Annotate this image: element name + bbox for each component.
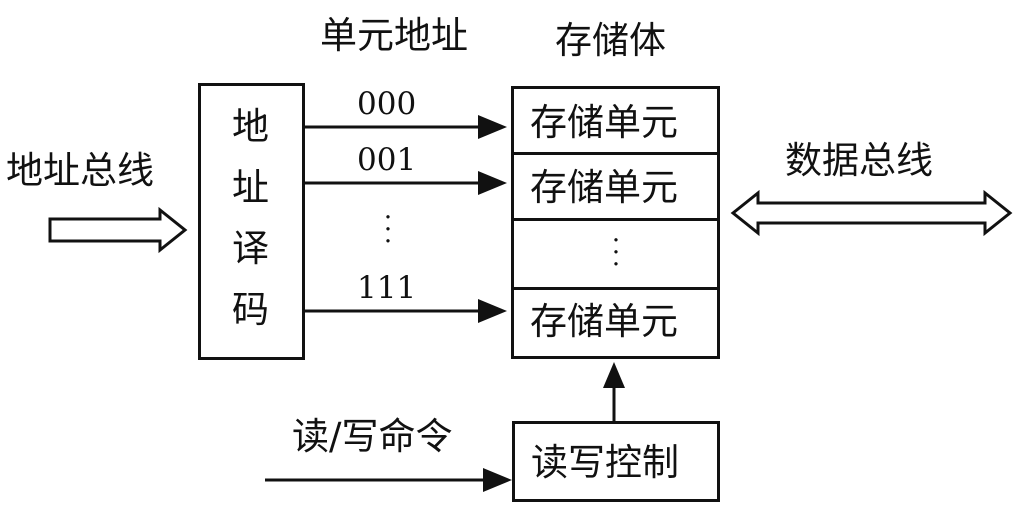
storage-body: 存储单元 存储单元 ··· 存储单元: [511, 86, 720, 359]
storage-ellipsis: ···: [611, 226, 621, 280]
address-arrowhead-000: [478, 115, 507, 139]
data-bus-label: 数据总线: [785, 139, 933, 182]
control-up-arrowhead: [603, 362, 625, 388]
decoder-char-1: 地: [232, 105, 269, 148]
unit-address-label: 单元地址: [320, 14, 468, 57]
storage-body-label: 存储体: [555, 19, 666, 62]
address-arrowhead-111: [478, 299, 507, 323]
storage-cell-3: 存储单元: [514, 290, 717, 356]
storage-ellipsis-row: ···: [514, 221, 717, 290]
address-decoder-box: 地 址 译 码: [198, 83, 305, 360]
decoder-char-2: 址: [232, 166, 269, 209]
storage-cell-3-label: 存储单元: [530, 300, 678, 343]
address-bus-label: 地址总线: [6, 149, 154, 192]
storage-cell-2-label: 存储单元: [530, 166, 678, 209]
rw-control-label: 读写控制: [531, 441, 679, 484]
decoder-char-4: 码: [232, 288, 269, 331]
address-000-label: 000: [357, 86, 417, 122]
address-111-label: 111: [357, 270, 417, 306]
data-bus-double-arrow: [730, 189, 1013, 237]
address-001-label: 001: [357, 142, 417, 178]
address-bus-arrow: [48, 206, 188, 254]
storage-cell-1-label: 存储单元: [530, 101, 678, 144]
storage-cell-1: 存储单元: [514, 89, 717, 155]
rw-command-arrowhead: [483, 468, 512, 492]
storage-cell-2: 存储单元: [514, 155, 717, 221]
address-arrowhead-001: [478, 171, 507, 195]
rw-control-box: 读写控制: [512, 421, 720, 502]
address-ellipsis: ···: [383, 203, 393, 257]
rw-command-label: 读/写命令: [292, 415, 453, 458]
decoder-char-3: 译: [232, 227, 269, 270]
